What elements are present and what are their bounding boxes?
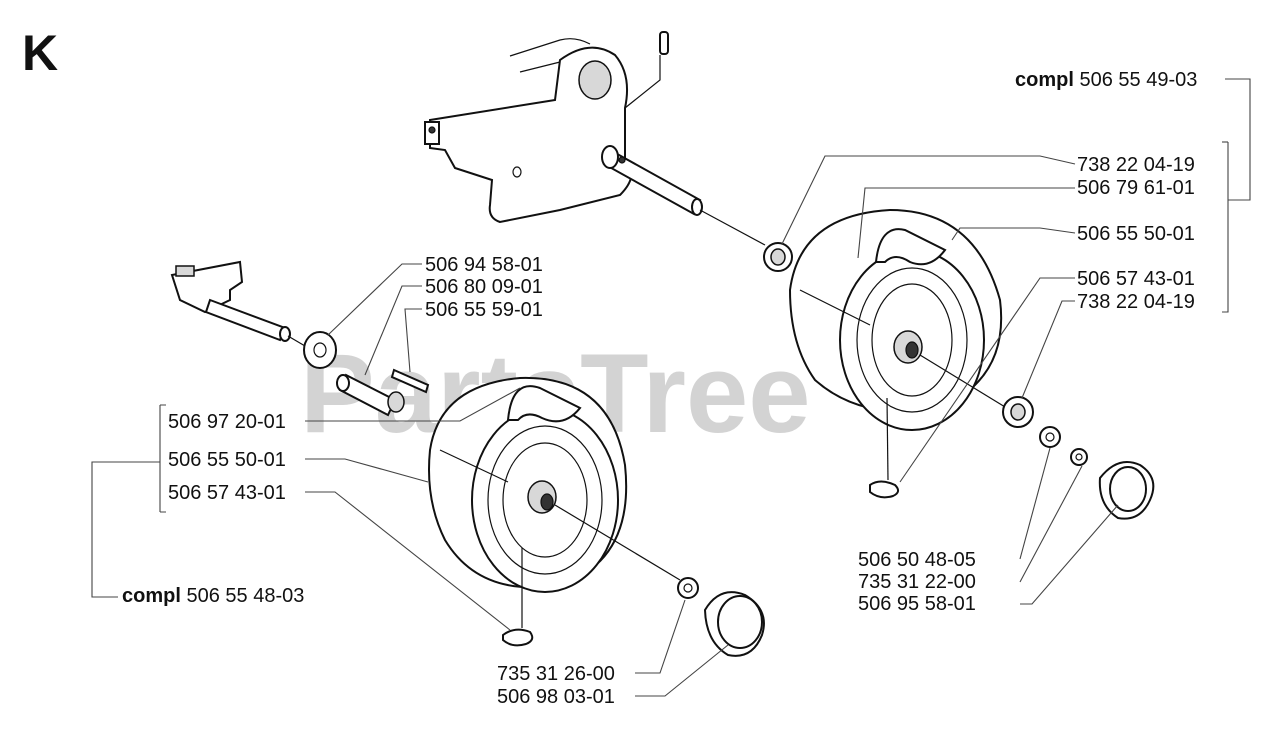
right-axle bbox=[601, 145, 766, 246]
section-letter: K bbox=[22, 25, 58, 81]
leader-738-top bbox=[781, 155, 1076, 245]
leader-506-57-43-right bbox=[899, 277, 1075, 483]
label-506-97-20-01: 506 97 20-01 bbox=[168, 411, 286, 433]
left-lock-nut bbox=[554, 504, 699, 599]
label-738-22-04-19-top: 738 22 04-19 bbox=[1077, 154, 1195, 176]
leader-506-50-48 bbox=[1019, 447, 1051, 560]
right-bearing-outer bbox=[919, 354, 1034, 428]
leader-506-94-58 bbox=[327, 263, 422, 336]
leader-506-98-03 bbox=[635, 644, 729, 697]
label-735-31-22-00: 735 31 22-00 bbox=[858, 571, 976, 593]
right-wheel bbox=[788, 208, 1003, 431]
leader-506-79 bbox=[857, 187, 1075, 259]
label-506-94-58-01: 506 94 58-01 bbox=[425, 254, 543, 276]
leader-506-57-43-left bbox=[305, 491, 511, 631]
label-735-31-26-00: 735 31 26-00 bbox=[497, 663, 615, 685]
label-506-50-48-05: 506 50 48-05 bbox=[858, 549, 976, 571]
label-506-79-61-01: 506 79 61-01 bbox=[1077, 177, 1195, 199]
left-hub-cap bbox=[703, 591, 765, 657]
right-lock-nut bbox=[1070, 448, 1088, 466]
label-506-57-43-01-right: 506 57 43-01 bbox=[1077, 268, 1195, 290]
label-506-55-59-01: 506 55 59-01 bbox=[425, 299, 543, 321]
leader-735-31-22 bbox=[1019, 465, 1083, 583]
leader-506-80-09 bbox=[364, 285, 422, 376]
right-washer bbox=[1039, 426, 1061, 448]
left-assembly-callout: compl 506 55 48-03 bbox=[91, 404, 304, 607]
left-valve bbox=[502, 548, 534, 647]
leader-506-55-50-right bbox=[951, 227, 1076, 241]
label-506-55-50-01-left: 506 55 50-01 bbox=[168, 449, 286, 471]
mounting-bracket bbox=[424, 38, 661, 224]
label-506-57-43-01-left: 506 57 43-01 bbox=[168, 482, 286, 504]
leader-506-55-59 bbox=[404, 308, 422, 373]
leader-506-95-58 bbox=[1020, 504, 1119, 605]
pin-top bbox=[659, 31, 669, 55]
label-506-55-50-01-right: 506 55 50-01 bbox=[1077, 223, 1195, 245]
left-washer bbox=[303, 331, 337, 369]
left-axle-bracket bbox=[170, 260, 306, 347]
left-spacer bbox=[336, 373, 405, 417]
right-valve bbox=[869, 397, 899, 499]
label-738-22-04-19-bottom: 738 22 04-19 bbox=[1077, 291, 1195, 313]
leader-506-97-20 bbox=[305, 387, 521, 422]
leader-506-55-50-left bbox=[305, 458, 429, 483]
compl-right-label: compl 506 55 49-03 bbox=[1015, 69, 1197, 91]
leader-735-31-26 bbox=[635, 599, 686, 674]
label-506-95-58-01: 506 95 58-01 bbox=[858, 593, 976, 615]
right-assembly-callout: compl 506 55 49-03 bbox=[1015, 69, 1251, 313]
left-key-pin bbox=[390, 368, 430, 394]
left-wheel bbox=[428, 376, 628, 593]
label-506-98-03-01: 506 98 03-01 bbox=[497, 686, 615, 708]
right-hub-cap bbox=[1098, 461, 1155, 520]
right-bearing-inner bbox=[763, 242, 793, 272]
leader-738-bottom bbox=[1021, 300, 1075, 399]
compl-left-label: compl 506 55 48-03 bbox=[122, 585, 304, 607]
label-506-80-09-01: 506 80 09-01 bbox=[425, 276, 543, 298]
